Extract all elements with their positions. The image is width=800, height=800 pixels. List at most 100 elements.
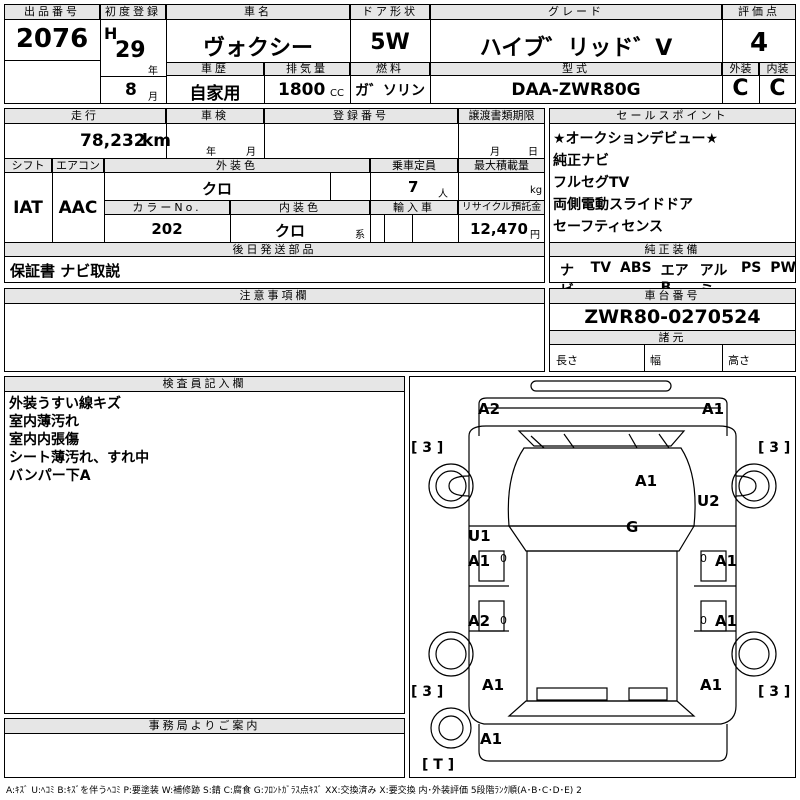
divider [458, 108, 459, 158]
front-bumper-strip [530, 380, 672, 392]
month-unit: 月 [148, 92, 158, 103]
door-gap-mark: 0 [700, 614, 707, 627]
divider [100, 76, 166, 77]
divider [52, 158, 53, 242]
capacity-label: 乗車定員 [370, 158, 458, 173]
ext-grade: C [732, 76, 749, 101]
car-diagram-panel [409, 376, 796, 778]
int-grade: C [769, 76, 786, 101]
mark-left-rear-door: A2 [468, 612, 491, 630]
spare-tire-inner [438, 715, 464, 741]
first-reg-label: 初度登録 [100, 4, 166, 20]
int-color-label: 内装色 [230, 200, 370, 215]
score: 4 [749, 28, 769, 58]
divider [430, 62, 431, 104]
inspection-year-unit: 年 [206, 147, 216, 158]
grade-label: グレード [430, 4, 722, 20]
lot-label: 出品番号 [4, 4, 100, 20]
tire-front-left [428, 463, 474, 509]
ac: AAC [58, 198, 98, 218]
recycle: 12,470 [470, 220, 528, 238]
int-label: 内装 [759, 62, 796, 76]
divider [264, 108, 265, 158]
door-type: 5W [370, 30, 410, 55]
fuel-label: 燃料 [350, 62, 430, 76]
transfer-day-unit: 日 [528, 147, 538, 158]
tire-front-left-inner [435, 470, 467, 502]
door-gap-mark: 0 [500, 552, 507, 565]
divider [350, 4, 351, 62]
displacement-unit: CC [330, 88, 344, 99]
tire-front-right [731, 463, 777, 509]
sales-item: 両側電動スライドドア [553, 197, 693, 213]
model-label: 型式 [430, 62, 722, 76]
recycle-unit: 円 [530, 230, 540, 241]
int-color: クロ [274, 222, 305, 240]
score-label: 評価点 [722, 4, 796, 20]
rear-lamp-right [628, 687, 668, 701]
front-bumper [478, 397, 728, 436]
rear-bumper [478, 724, 728, 762]
body-outline [468, 425, 737, 725]
divider [412, 215, 413, 242]
mark-left-front-door-a: A1 [468, 552, 491, 570]
length-label: 長さ [556, 354, 578, 367]
capacity-unit: 人 [438, 189, 448, 200]
mark-rear: A1 [480, 730, 503, 748]
divider [722, 345, 723, 372]
divider [384, 215, 385, 242]
shift-label: シフト [4, 158, 52, 173]
equipment-item: TV [590, 260, 612, 276]
mark-right-front-door: A1 [715, 552, 738, 570]
shift: IAT [13, 198, 43, 218]
fuel: ガ゛ソリン [355, 83, 425, 99]
spec-dim-label: 諸元 [549, 330, 796, 345]
car-diagram [428, 380, 777, 762]
divider [350, 62, 351, 104]
mileage: 78,232 [80, 131, 146, 151]
max-load-label: 最大積載量 [458, 158, 545, 173]
tire-rear-right-grade: [ 3 ] [758, 684, 791, 700]
inspector-line: シート薄汚れ、すれ中 [9, 450, 150, 466]
ext-color-label: 外装色 [104, 158, 370, 173]
grade: ハイブ゛リッド゛V [479, 36, 673, 61]
door-label: ドア形状 [350, 4, 430, 20]
tire-rear-right-inner [738, 638, 770, 670]
legend: A:ｷｽﾞ U:ﾍｺﾐ B:ｷｽﾞを伴うﾍｺﾐ P:要塗装 W:補修跡 S:錆 … [6, 786, 582, 796]
car-name-label: 車名 [166, 4, 350, 20]
reg-month: 8 [125, 80, 137, 100]
mark-left-quarter: A1 [482, 676, 505, 694]
later-parts-label: 後日発送部品 [4, 242, 545, 257]
tire-rear-right [731, 631, 777, 677]
displacement: 1800 [278, 80, 326, 100]
equipment-item: ABS [620, 260, 652, 276]
displacement-label: 排気量 [264, 62, 350, 76]
left-front-door-panel [478, 550, 505, 582]
ext-color: クロ [201, 180, 232, 198]
sales-item: ★オークションデビュー★ [553, 131, 719, 147]
tire-front-right-grade: [ 3 ] [758, 440, 791, 456]
rear-glass [507, 700, 696, 717]
divider [644, 345, 645, 372]
sales-item: フルセグTV [553, 175, 630, 191]
mark-front-right: A1 [702, 400, 725, 418]
mark-left-front-door-u: U1 [468, 527, 491, 545]
rear-lamp-left [536, 687, 608, 701]
divider [759, 62, 760, 104]
chassis-label: 車台番号 [549, 288, 796, 304]
left-rear-door-panel [478, 600, 505, 632]
max-load-unit: kg [530, 185, 543, 196]
divider [166, 4, 167, 104]
inspector-line: 室内内張傷 [9, 432, 79, 448]
spare-tire [430, 707, 472, 749]
mark-front-left: A2 [478, 400, 501, 418]
later-parts: 保証書 ナビ取説 [10, 262, 121, 280]
divider [230, 200, 231, 242]
sales-label: セールスポイント [549, 108, 796, 124]
width-label: 幅 [650, 354, 661, 367]
model: DAA-ZWR80G [511, 80, 641, 100]
mark-roof: G [626, 518, 639, 536]
tire-rear-left-inner [435, 638, 467, 670]
mark-right-quarter: A1 [700, 676, 723, 694]
mileage-label: 走行 [4, 108, 166, 124]
